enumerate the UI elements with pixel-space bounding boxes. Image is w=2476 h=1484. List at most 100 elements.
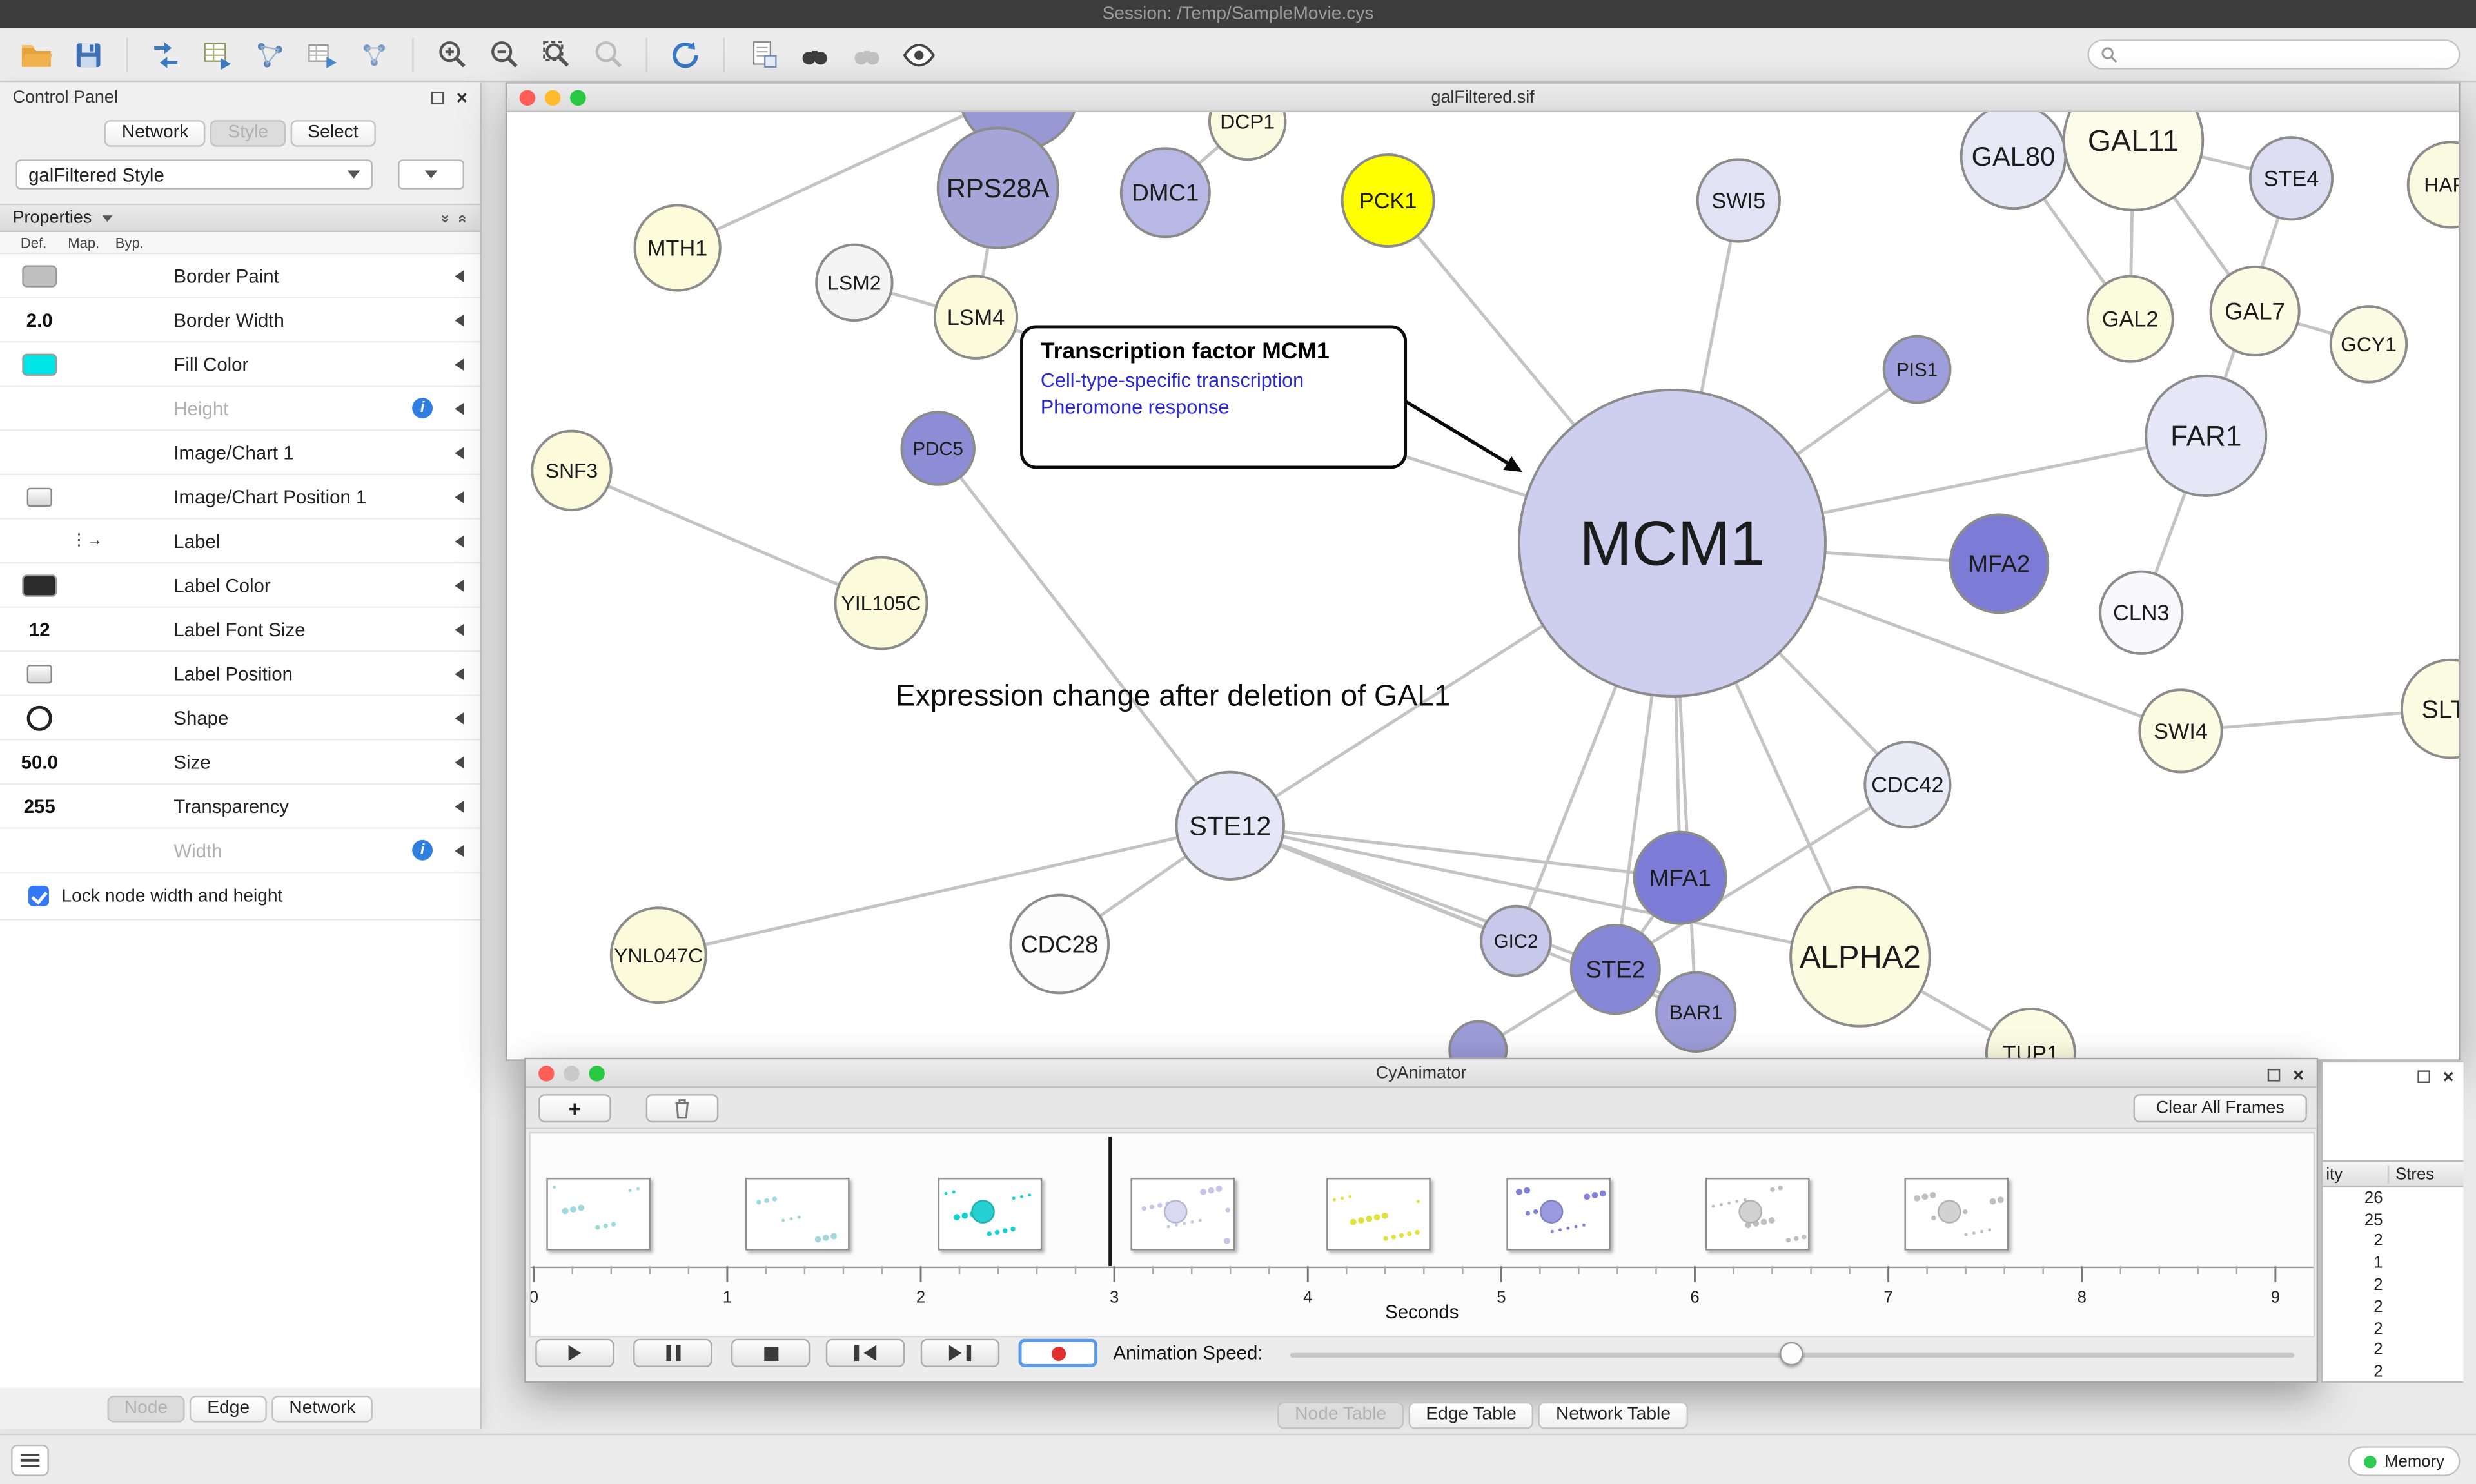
network-window-titlebar[interactable]: galFiltered.sif — [507, 83, 2459, 112]
attribute-browser-tab-edge[interactable]: Edge — [190, 1394, 268, 1422]
network-node-dcp1[interactable] — [1208, 112, 1287, 161]
zoom-window-icon[interactable] — [570, 90, 586, 106]
frames-timeline[interactable]: 0123456789 Seconds — [529, 1131, 2315, 1338]
tab-style[interactable]: Style — [210, 120, 286, 147]
speed-slider-thumb[interactable] — [1780, 1342, 1803, 1366]
expand-row-icon[interactable] — [455, 578, 465, 592]
last-frame-button[interactable] — [920, 1338, 1000, 1367]
network-node-lsm2[interactable] — [815, 243, 894, 322]
network-node-dmc1[interactable] — [1119, 147, 1211, 239]
import-table-icon[interactable] — [197, 34, 239, 75]
network-node-pis1[interactable] — [1882, 335, 1952, 404]
stop-button[interactable] — [731, 1338, 811, 1367]
default-value-cell[interactable] — [15, 487, 63, 506]
network-node-gal7[interactable] — [2209, 265, 2301, 356]
expand-row-icon[interactable] — [455, 843, 465, 857]
playhead[interactable] — [1108, 1137, 1111, 1267]
close-panel-icon[interactable]: × — [2292, 1064, 2304, 1086]
network-edge[interactable] — [658, 824, 1231, 957]
property-row[interactable]: Border Paint — [0, 254, 480, 298]
expand-row-icon[interactable] — [455, 445, 465, 459]
table-row[interactable]: 2 — [2323, 1231, 2463, 1253]
expand-row-icon[interactable] — [455, 623, 465, 636]
search-first-icon[interactable] — [794, 34, 836, 75]
table-header-row[interactable]: ity Stres — [2323, 1160, 2464, 1187]
record-button[interactable] — [1018, 1338, 1098, 1367]
properties-header[interactable]: Properties » » — [0, 203, 480, 233]
expand-row-icon[interactable] — [455, 313, 465, 326]
default-value-cell[interactable] — [15, 574, 63, 596]
minimize-window-icon[interactable] — [564, 1066, 580, 1082]
pause-button[interactable] — [633, 1338, 712, 1367]
table-row[interactable]: 1 — [2323, 1253, 2463, 1274]
expand-row-icon[interactable] — [455, 711, 465, 724]
memory-button[interactable]: Memory — [2348, 1446, 2461, 1476]
style-options-button[interactable] — [398, 159, 465, 190]
float-panel-icon[interactable] — [431, 92, 444, 104]
default-value-cell[interactable] — [15, 264, 63, 287]
style-selector[interactable]: galFiltered Style — [15, 159, 373, 190]
property-row[interactable]: Shape — [0, 696, 480, 741]
frame-thumbnail-0[interactable] — [546, 1177, 651, 1251]
collapse-all-icon[interactable]: » — [454, 213, 472, 222]
close-window-icon[interactable] — [538, 1066, 555, 1082]
zoom-selected-icon[interactable] — [587, 34, 629, 75]
show-details-icon[interactable] — [898, 34, 939, 75]
save-session-icon[interactable] — [68, 34, 109, 75]
network-node-ynl047c[interactable] — [609, 906, 707, 1004]
network-node-mth1[interactable] — [633, 204, 722, 292]
zoom-window-icon[interactable] — [589, 1066, 605, 1082]
clipboard-icon[interactable] — [742, 34, 783, 75]
expand-row-icon[interactable] — [455, 755, 465, 768]
network-node-tup1[interactable] — [1985, 1007, 2076, 1060]
network-node-ste4[interactable] — [2248, 136, 2334, 221]
float-panel-icon[interactable] — [2267, 1068, 2281, 1082]
table-row[interactable]: 26 — [2323, 1187, 2463, 1209]
network-edge[interactable] — [1230, 824, 1680, 880]
network-node-hap4[interactable] — [2406, 141, 2459, 229]
new-network-icon[interactable] — [354, 34, 395, 75]
default-value-cell[interactable]: 12 — [15, 618, 63, 640]
frame-thumbnail-3[interactable] — [1130, 1177, 1235, 1251]
clear-all-frames-button[interactable]: Clear All Frames — [2133, 1094, 2307, 1123]
export-network-icon[interactable] — [250, 34, 291, 75]
table-row[interactable]: 25 — [2323, 1209, 2463, 1231]
frame-thumbnail-7[interactable] — [1904, 1177, 2009, 1251]
first-frame-button[interactable] — [825, 1338, 905, 1367]
cyanimator-titlebar[interactable]: CyAnimator × — [526, 1059, 2317, 1088]
attribute-browser-tab-node[interactable]: Node — [106, 1394, 186, 1422]
network-node-cdc42[interactable] — [1863, 741, 1952, 829]
network-node-ste12[interactable] — [1175, 770, 1285, 881]
expand-all-icon[interactable]: » — [436, 213, 454, 222]
open-session-icon[interactable] — [15, 34, 57, 75]
network-node-lsm4[interactable] — [933, 275, 1019, 360]
network-canvas[interactable]: RPS28ADCP1DMC1PCK1SWI5GAL80GAL11STE4HAP4… — [507, 112, 2459, 1060]
network-node-snf3[interactable] — [531, 429, 613, 511]
search-input[interactable] — [2125, 44, 2448, 64]
mapping-cell[interactable]: ⋮→ — [63, 532, 110, 549]
lock-size-checkbox[interactable] — [28, 885, 49, 906]
export-table-icon[interactable] — [302, 34, 343, 75]
frame-thumbnail-2[interactable] — [938, 1177, 1043, 1251]
tab-network-table[interactable]: Network Table — [1538, 1401, 1688, 1429]
delete-frame-button[interactable] — [645, 1094, 719, 1123]
close-panel-icon[interactable]: × — [2442, 1066, 2454, 1088]
refresh-icon[interactable] — [665, 34, 706, 75]
lock-size-row[interactable]: Lock node width and height — [0, 873, 480, 921]
network-node-gic2[interactable] — [1480, 904, 1552, 977]
close-panel-icon[interactable]: × — [456, 86, 467, 109]
network-node-bar1[interactable] — [1655, 971, 1737, 1053]
network-node-gcy1[interactable] — [2329, 305, 2408, 384]
tab-edge-table[interactable]: Edge Table — [1408, 1401, 1534, 1429]
network-node-mfa2[interactable] — [1949, 513, 2050, 614]
tab-node-table[interactable]: Node Table — [1277, 1401, 1404, 1429]
table-row[interactable]: 2 — [2323, 1318, 2463, 1340]
frame-thumbnail-1[interactable] — [745, 1177, 850, 1251]
network-edge[interactable] — [571, 469, 882, 605]
default-value-cell[interactable]: 50.0 — [15, 750, 63, 772]
network-node-pdc5[interactable] — [900, 411, 976, 486]
